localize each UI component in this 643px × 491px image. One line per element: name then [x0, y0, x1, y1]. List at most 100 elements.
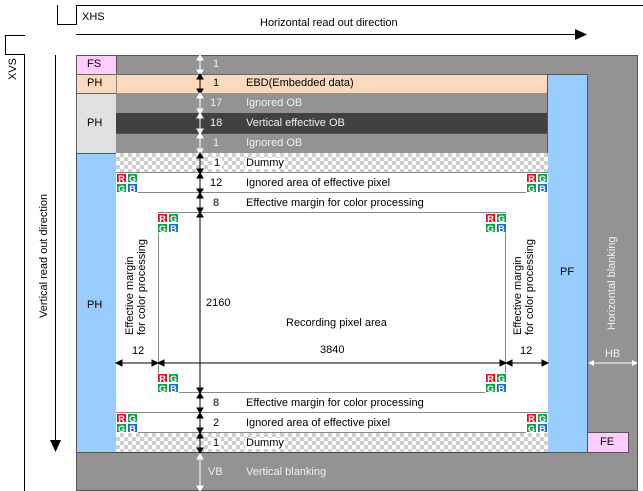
- xvs-signal-edge-top: [5, 35, 6, 54]
- effective-margin-bottom-label: Effective margin for color processing: [246, 397, 424, 409]
- bayer-g: G: [485, 223, 496, 234]
- vertical-effective-ob-row: [116, 113, 548, 134]
- ignored-ob-bottom-label: Ignored OB: [246, 137, 303, 149]
- ph-main-bar: [76, 153, 117, 453]
- effective-pixel-area: [116, 153, 548, 453]
- right-margin-label: Effective margin for color processing: [512, 239, 536, 335]
- hb-double-arrow: [588, 360, 638, 366]
- bayer-g: G: [537, 173, 548, 184]
- fs-row-count: 1: [213, 58, 220, 70]
- effective-margin-bottom-row: [116, 393, 548, 413]
- ignored-area-top-label: Ignored area of effective pixel: [246, 177, 391, 189]
- horizontal-direction-arrowhead: [575, 29, 587, 40]
- ignored-ob-bottom-count: 1: [213, 137, 220, 149]
- vertical-dimension-arrows: [196, 54, 204, 491]
- recording-width-value: 3840: [320, 344, 345, 356]
- horizontal-dimension-arrows: [114, 359, 550, 367]
- bayer-b: B: [537, 423, 548, 434]
- recording-pixel-area: [158, 212, 506, 393]
- bayer-r: R: [116, 413, 127, 424]
- vb-dim-arrow: [196, 453, 204, 491]
- ignored-area-top-count: 12: [210, 177, 223, 189]
- bayer-r: R: [116, 173, 127, 184]
- ebd-row-label: EBD(Embedded data): [246, 77, 354, 89]
- right-margin-value: 12: [520, 345, 533, 357]
- xhs-signal-high: [76, 5, 643, 6]
- bayer-g: G: [127, 173, 138, 184]
- bayer-g: G: [496, 373, 507, 384]
- ignored-area-top-row: [116, 173, 548, 193]
- bayer-g: G: [526, 423, 537, 434]
- ignored-area-bottom-count: 2: [213, 417, 220, 429]
- bayer-r: R: [157, 373, 168, 384]
- dummy-top-count: 1: [212, 157, 223, 169]
- bayer-b: B: [127, 423, 138, 434]
- xhs-label: XHS: [82, 11, 105, 23]
- ebd-row-count: 1: [213, 77, 220, 89]
- horizontal-direction-arrow-shaft: [76, 34, 576, 35]
- effective-margin-bottom-count: 8: [213, 397, 220, 409]
- bayer-r: R: [485, 373, 496, 384]
- xvs-signal-edge-bottom: [5, 54, 25, 55]
- ob-dim-arrows: [196, 92, 204, 155]
- hb-label: HB: [605, 348, 621, 360]
- bayer-b: B: [168, 223, 179, 234]
- bayer-g: G: [537, 413, 548, 424]
- ignored-ob-top-count: 17: [210, 97, 223, 109]
- bayer-r: R: [526, 413, 537, 424]
- ph-ebd-label: PH: [87, 77, 103, 89]
- fe-label: FE: [600, 436, 615, 448]
- vb-label: VB: [208, 466, 223, 478]
- bayer-b: B: [127, 183, 138, 194]
- fs-dim-arrow: [196, 54, 204, 76]
- dummy-bottom-row: [116, 433, 548, 453]
- dummy-bottom-count: 1: [211, 437, 222, 449]
- recording-height-value: 2160: [206, 297, 231, 309]
- xvs-label: XVS: [7, 57, 19, 80]
- fs-label: FS: [87, 58, 102, 70]
- ignored-ob-bottom-row: [116, 133, 548, 154]
- xhs-signal-edge-right: [76, 5, 77, 25]
- bayer-g: G: [526, 183, 537, 194]
- horizontal-direction-label: Horizontal read out direction: [260, 17, 398, 29]
- vertical-direction-arrowhead: [50, 440, 61, 452]
- horizontal-blanking-label: Horizontal blanking: [606, 236, 618, 330]
- left-margin-label: Effective margin for color processing: [124, 239, 148, 335]
- bayer-g: G: [116, 183, 127, 194]
- fe-label-box: [587, 432, 629, 453]
- effective-dim-arrows: [196, 152, 204, 454]
- dummy-top-label: Dummy: [245, 157, 285, 169]
- right-margin-label-line2: for color processing: [524, 239, 537, 335]
- ebd-dim-arrow: [196, 73, 204, 95]
- bayer-g: G: [168, 373, 179, 384]
- bayer-r: R: [526, 173, 537, 184]
- bayer-b: B: [496, 223, 507, 234]
- bayer-r: R: [157, 213, 168, 224]
- left-margin-label-line1: Effective margin: [124, 256, 136, 335]
- xvs-signal-high: [5, 35, 25, 36]
- effective-margin-top-label: Effective margin for color processing: [246, 197, 424, 209]
- pf-label: PF: [560, 266, 575, 278]
- left-margin-label-line2: for color processing: [136, 239, 149, 335]
- dummy-top-row: [116, 153, 548, 173]
- bayer-g: G: [157, 383, 168, 394]
- bayer-g: G: [116, 423, 127, 434]
- pf-bar: [547, 74, 588, 453]
- left-margin-value: 12: [132, 345, 145, 357]
- xhs-signal-edge-left: [57, 5, 58, 25]
- xhs-signal-low: [57, 24, 76, 25]
- bayer-g: G: [485, 383, 496, 394]
- bayer-g: G: [157, 223, 168, 234]
- effective-margin-top-count: 8: [213, 197, 220, 209]
- vertical-effective-ob-label: Vertical effective OB: [246, 117, 345, 129]
- vertical-blanking-label: Vertical blanking: [246, 466, 327, 478]
- bayer-b: B: [537, 183, 548, 194]
- xvs-signal-low: [24, 54, 25, 491]
- ignored-ob-top-row: [116, 93, 548, 114]
- ph-ob-label: PH: [87, 117, 103, 129]
